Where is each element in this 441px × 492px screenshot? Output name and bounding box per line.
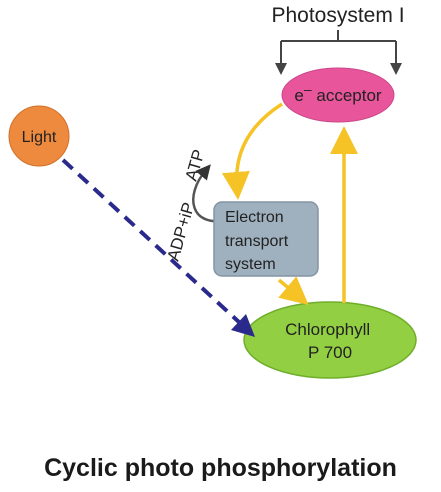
light-node: [8, 105, 70, 167]
ets-to-chlorophyll-arrow: [277, 276, 309, 306]
electron-acceptor-node: [281, 67, 395, 123]
light-arrowhead: [231, 314, 255, 337]
bracket-right-arrowhead: [390, 63, 402, 75]
electron-transport-system-box: [213, 201, 319, 277]
light-label: Light: [22, 129, 57, 146]
atp-label: ATP: [182, 147, 209, 183]
ets-label: Electron transport system: [225, 209, 293, 273]
electron-acceptor-label: e– acceptor: [294, 81, 382, 105]
bracket-left-arrowhead: [275, 63, 287, 75]
chlorophyll-p700-node: [243, 301, 417, 379]
adp-label: ADP+iP: [164, 200, 199, 263]
photosystem-bracket: [280, 30, 397, 64]
photosystem-label: Photosystem I: [271, 4, 404, 27]
light-to-chlorophyll-arrow: [61, 158, 242, 325]
chlorophyll-label: Chlorophyll P 700: [285, 320, 375, 362]
acceptor-to-ets-arrow: [221, 102, 283, 200]
diagram-caption: Cyclic photo phosphorylation: [44, 454, 397, 482]
